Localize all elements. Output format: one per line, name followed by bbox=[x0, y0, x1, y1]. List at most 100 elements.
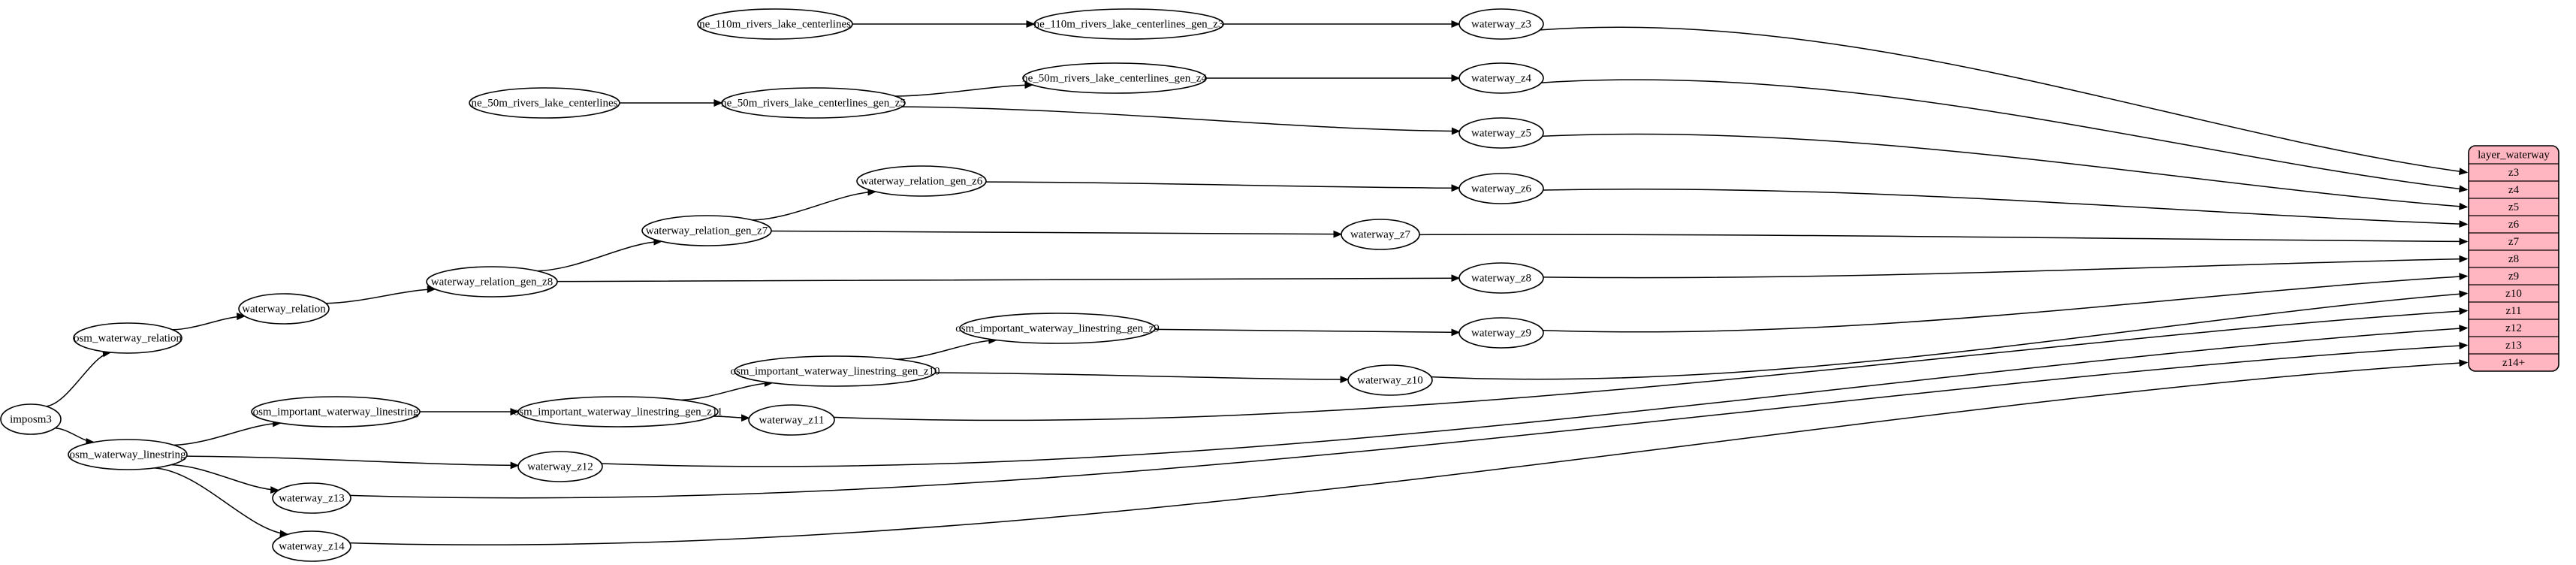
edge-arrowhead bbox=[1333, 230, 1343, 238]
node-label: waterway_z8 bbox=[1471, 272, 1531, 284]
edge-arrowhead bbox=[2459, 342, 2469, 350]
graph-node-ne_110m_rivers_lake_centerlines[interactable]: ne_110m_rivers_lake_centerlines bbox=[697, 8, 853, 40]
graph-node-imposm3[interactable]: imposm3 bbox=[0, 403, 62, 435]
graph-node-waterway_z9[interactable]: waterway_z9 bbox=[1458, 317, 1544, 349]
graph-node-waterway_relation_gen_z7[interactable]: waterway_relation_gen_z7 bbox=[641, 215, 772, 246]
graph-edge bbox=[172, 316, 245, 331]
edge-arrowhead bbox=[2459, 237, 2469, 246]
edge-arrowhead bbox=[1026, 20, 1036, 28]
node-ellipse bbox=[272, 482, 351, 514]
layer-table-row-z9[interactable]: z9 bbox=[2508, 270, 2519, 282]
graph-edge bbox=[154, 467, 288, 535]
graph-edge bbox=[935, 372, 1349, 380]
edge-arrowhead bbox=[510, 461, 520, 470]
node-ellipse bbox=[272, 530, 351, 562]
graph-edge bbox=[985, 181, 1460, 189]
layer-table-row-z11[interactable]: z11 bbox=[2505, 305, 2521, 317]
layer-table-row-z3[interactable]: z3 bbox=[2508, 167, 2519, 179]
layer-table-header: layer_waterway bbox=[2478, 149, 2550, 161]
node-label: osm_important_waterway_linestring bbox=[253, 406, 419, 418]
node-ellipse bbox=[959, 313, 1156, 344]
node-ellipse bbox=[697, 8, 853, 40]
graph-node-waterway_z7[interactable]: waterway_z7 bbox=[1341, 219, 1420, 250]
graph-node-waterway_z10[interactable]: waterway_z10 bbox=[1347, 364, 1433, 396]
node-label: waterway_z4 bbox=[1471, 72, 1531, 84]
node-ellipse bbox=[1022, 62, 1207, 94]
graph-node-osm_important_waterway_linestring_gen_z10[interactable]: osm_important_waterway_linestring_gen_z1… bbox=[730, 355, 940, 387]
edge-arrowhead bbox=[713, 99, 723, 107]
graph-node-osm_waterway_linestring[interactable]: osm_waterway_linestring bbox=[68, 439, 188, 470]
node-label: ne_50m_rivers_lake_centerlines bbox=[472, 97, 618, 109]
node-ellipse bbox=[1458, 317, 1544, 349]
layer-table-row-z5[interactable]: z5 bbox=[2508, 201, 2519, 213]
layer-table-group[interactable]: layer_waterway z3 z4 z5 z6 z7 z8 z9 z10 z11 z12 z13… bbox=[2468, 145, 2559, 372]
node-label: osm_important_waterway_linestring_gen_z1… bbox=[730, 365, 940, 377]
node-ellipse bbox=[641, 215, 772, 246]
graph-edge bbox=[537, 240, 662, 272]
node-ellipse bbox=[73, 322, 182, 354]
node-ellipse bbox=[748, 404, 835, 436]
node-label: waterway_z7 bbox=[1350, 228, 1410, 240]
edge-arrowhead bbox=[1451, 74, 1461, 82]
layer-table-row-z14+[interactable]: z14+ bbox=[2502, 357, 2525, 369]
node-label: osm_important_waterway_linestring_gen_z9 bbox=[955, 322, 1160, 334]
layer-table-row-z8[interactable]: z8 bbox=[2508, 253, 2519, 265]
graph-node-osm_important_waterway_linestring[interactable]: osm_important_waterway_linestring bbox=[251, 396, 421, 428]
graph-node-ne_50m_rivers_lake_centerlines[interactable]: ne_50m_rivers_lake_centerlines bbox=[469, 87, 620, 119]
node-ellipse bbox=[1458, 262, 1544, 294]
edge-arrowhead bbox=[237, 313, 246, 321]
graph-node-waterway_relation[interactable]: waterway_relation bbox=[238, 293, 330, 325]
layer-table-row-z4[interactable]: z4 bbox=[2508, 184, 2520, 196]
graph-node-ne_110m_rivers_lake_centerlines_gen_z3[interactable]: ne_110m_rivers_lake_centerlines_gen_z3 bbox=[1033, 8, 1224, 40]
edge-arrowhead bbox=[1451, 274, 1461, 282]
edges-layer bbox=[46, 20, 2469, 545]
layer-table-row-z13[interactable]: z13 bbox=[2505, 340, 2522, 352]
node-label: waterway_relation bbox=[242, 303, 326, 315]
graph-node-waterway_relation_gen_z8[interactable]: waterway_relation_gen_z8 bbox=[426, 266, 558, 298]
graph-node-waterway_z11[interactable]: waterway_z11 bbox=[748, 404, 835, 436]
node-ellipse bbox=[0, 403, 62, 435]
layer-table-row-z6[interactable]: z6 bbox=[2508, 219, 2520, 231]
graph-edge bbox=[46, 352, 111, 407]
layer-table-row-z12[interactable]: z12 bbox=[2505, 322, 2522, 334]
node-ellipse bbox=[1347, 364, 1433, 396]
graph-edge bbox=[834, 310, 2468, 421]
graph-edge bbox=[1431, 292, 2468, 380]
graph-node-waterway_relation_gen_z6[interactable]: waterway_relation_gen_z6 bbox=[856, 165, 987, 197]
node-label: waterway_z13 bbox=[279, 492, 344, 504]
graph-node-osm_waterway_relation[interactable]: osm_waterway_relation bbox=[73, 322, 182, 354]
node-ellipse bbox=[856, 165, 987, 197]
node-label: waterway_z12 bbox=[527, 461, 593, 473]
graph-edge bbox=[897, 339, 997, 360]
graph-node-waterway_z4[interactable]: waterway_z4 bbox=[1458, 62, 1544, 94]
node-label: waterway_z10 bbox=[1357, 374, 1422, 386]
graph-edge bbox=[901, 106, 1460, 132]
graph-node-waterway_z14[interactable]: waterway_z14 bbox=[272, 530, 351, 562]
layer-table-row-z10[interactable]: z10 bbox=[2505, 288, 2522, 300]
node-ellipse bbox=[251, 396, 421, 428]
graph-edge bbox=[1419, 234, 2468, 243]
graph-node-waterway_z3[interactable]: waterway_z3 bbox=[1458, 8, 1544, 40]
graph-node-waterway_z13[interactable]: waterway_z13 bbox=[272, 482, 351, 514]
graph-node-waterway_z8[interactable]: waterway_z8 bbox=[1458, 262, 1544, 294]
graph-node-ne_50m_rivers_lake_centerlines_gen_z4[interactable]: ne_50m_rivers_lake_centerlines_gen_z4 bbox=[1022, 62, 1207, 94]
graph-node-osm_important_waterway_linestring_gen_z9[interactable]: osm_important_waterway_linestring_gen_z9 bbox=[955, 313, 1160, 344]
edge-arrowhead bbox=[741, 414, 750, 422]
graph-node-waterway_z5[interactable]: waterway_z5 bbox=[1458, 117, 1544, 149]
node-label: waterway_z14 bbox=[279, 540, 345, 552]
layer-table-outline bbox=[2468, 145, 2559, 372]
edge-arrowhead bbox=[1340, 376, 1350, 384]
edge-arrowhead bbox=[2459, 307, 2469, 316]
node-label: imposm3 bbox=[10, 413, 52, 425]
graph-node-waterway_z6[interactable]: waterway_z6 bbox=[1458, 173, 1544, 204]
graph-node-waterway_z12[interactable]: waterway_z12 bbox=[517, 451, 603, 482]
graph-node-osm_important_waterway_linestring_gen_z11[interactable]: osm_important_waterway_linestring_gen_z1… bbox=[514, 396, 723, 428]
graph-edge bbox=[350, 344, 2468, 499]
node-label: ne_110m_rivers_lake_centerlines_gen_z3 bbox=[1034, 18, 1224, 30]
node-ellipse bbox=[1458, 62, 1544, 94]
node-label: waterway_z11 bbox=[759, 414, 825, 426]
graph-node-ne_50m_rivers_lake_centerlines_gen_z5[interactable]: ne_50m_rivers_lake_centerlines_gen_z5 bbox=[721, 87, 906, 119]
edge-arrowhead bbox=[1451, 127, 1461, 135]
layer-table-row-z7[interactable]: z7 bbox=[2508, 236, 2520, 248]
